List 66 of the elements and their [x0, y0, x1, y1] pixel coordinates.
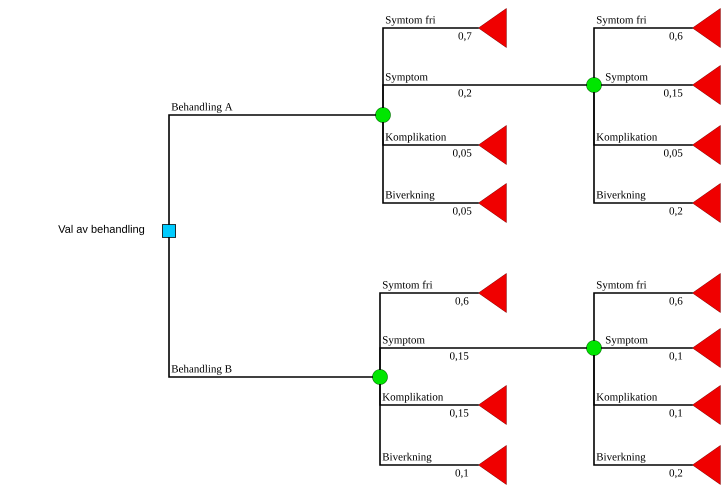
- probability-label: 0,2: [669, 469, 682, 478]
- terminal-triangle: [478, 125, 507, 165]
- terminal-triangle: [692, 8, 721, 48]
- chance-circle: [372, 369, 388, 385]
- probability-label: 0,6: [669, 32, 682, 42]
- decision-square: [162, 224, 176, 238]
- edge-label: Symtom fri: [596, 280, 646, 291]
- branch-line: [601, 347, 693, 349]
- branch-line: [168, 237, 373, 378]
- edge-label: Behandling A: [172, 102, 233, 113]
- branch-line: [593, 292, 693, 341]
- branch-line: [593, 355, 693, 466]
- edge-label: Symtom fri: [382, 280, 432, 291]
- probability-label: 0,1: [455, 469, 468, 478]
- edge-label: Symptom: [606, 73, 648, 83]
- edge-label: Komplikation: [386, 132, 446, 143]
- terminal-triangle: [692, 273, 721, 313]
- edge-label: Symtom fri: [596, 16, 646, 26]
- branch-line: [168, 114, 376, 225]
- terminal-triangle: [478, 445, 507, 485]
- terminal-triangle: [478, 273, 507, 313]
- branch-line: [379, 347, 587, 370]
- terminal-triangle: [692, 385, 721, 425]
- edge-label: Symptom: [386, 73, 428, 83]
- terminal-triangle: [692, 125, 721, 165]
- edge-label: Komplikation: [596, 132, 658, 143]
- edge-label: Symtom fri: [386, 16, 436, 26]
- probability-label: 0,1: [669, 409, 682, 418]
- edge-label: Biverkning: [386, 190, 434, 201]
- probability-label: 0,2: [669, 207, 682, 216]
- edge-label: Komplikation: [382, 392, 444, 403]
- probability-label: 0,6: [455, 297, 468, 306]
- probability-label: 0,05: [664, 149, 682, 158]
- terminal-triangle: [692, 183, 721, 223]
- probability-label: 0,1: [669, 352, 682, 362]
- probability-label: 0,05: [452, 149, 472, 158]
- probability-label: 0,15: [450, 352, 468, 362]
- edge-label: Biverkning: [596, 452, 646, 463]
- chance-circle: [375, 107, 391, 123]
- edge-label: Symptom: [382, 336, 425, 346]
- terminal-triangle: [692, 65, 721, 105]
- edge-label: Biverkning: [382, 452, 432, 463]
- branch-line: [593, 92, 693, 204]
- terminal-triangle: [478, 385, 507, 425]
- chance-circle: [586, 77, 602, 93]
- branch-line: [382, 84, 587, 108]
- probability-label: 0,7: [458, 32, 472, 42]
- probability-label: 0,2: [458, 89, 472, 98]
- probability-label: 0,15: [664, 89, 682, 98]
- node-caption: Val av behandling: [58, 224, 144, 236]
- terminal-triangle: [692, 328, 721, 368]
- probability-label: 0,05: [452, 207, 472, 216]
- terminal-triangle: [692, 445, 721, 485]
- edge-label: Symptom: [606, 336, 648, 346]
- chance-circle: [586, 340, 602, 356]
- probability-label: 0,6: [669, 297, 682, 306]
- terminal-triangle: [478, 8, 507, 48]
- probability-label: 0,15: [450, 409, 468, 418]
- terminal-triangle: [478, 183, 507, 223]
- edge-label: Behandling B: [172, 364, 232, 375]
- branch-line: [382, 122, 479, 204]
- edge-label: Biverkning: [596, 190, 646, 201]
- branch-line: [593, 27, 693, 78]
- branch-line: [601, 84, 693, 86]
- branch-line: [379, 384, 479, 466]
- edge-label: Komplikation: [596, 392, 658, 403]
